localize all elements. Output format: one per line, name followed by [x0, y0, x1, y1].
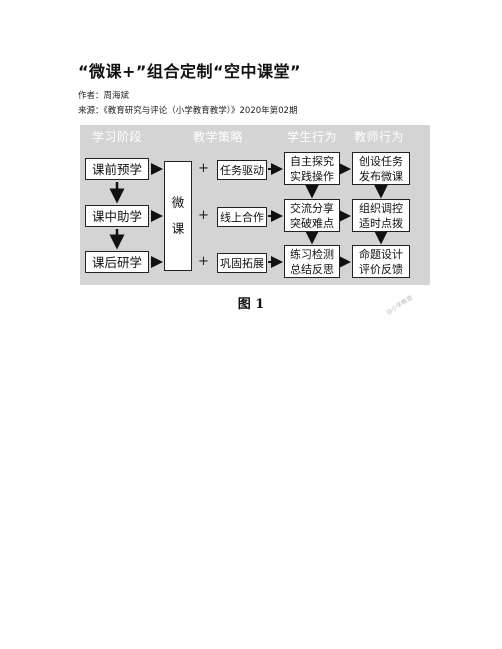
article-title: “微课+”组合定制“空中课堂” — [78, 62, 301, 81]
plus-sign-1: + — [198, 161, 209, 176]
student-behavior-3: 练习检测 总结反思 — [284, 245, 340, 278]
microcourse-box: 微 课 — [164, 161, 192, 271]
article-source: 来源：《教育研究与评论（小学教育教学）》2020年第02期 — [78, 106, 298, 116]
teacher-behavior-2-line-1: 组织调控 — [359, 201, 403, 215]
figure-caption: 图 1 — [237, 297, 265, 312]
student-behavior-1: 自主探究 实践操作 — [284, 152, 340, 185]
teacher-behavior-1: 创设任务 发布微课 — [352, 152, 410, 185]
teacher-behavior-1-line-2: 发布微课 — [359, 169, 403, 183]
student-behavior-1-line-2: 实践操作 — [290, 169, 334, 183]
strategy-online-cooperation: 线上合作 — [217, 207, 267, 227]
article-author: 作者：周海斌 — [78, 91, 130, 101]
microcourse-char-2: 课 — [171, 221, 185, 236]
microcourse-char-1: 微 — [171, 195, 185, 210]
plus-sign-2: + — [198, 208, 209, 223]
phase-after-class: 课后研学 — [85, 251, 149, 273]
student-behavior-2-line-2: 突破难点 — [290, 216, 334, 230]
header-teacher-behavior: 教师行为 — [354, 130, 405, 144]
figure-diagram: 学习阶段 教学策略 学生行为 教师行为 课前预学 课中助学 课后研学 — [80, 125, 430, 285]
student-behavior-3-line-2: 总结反思 — [290, 262, 334, 276]
teacher-behavior-3-line-1: 命题设计 — [359, 247, 403, 261]
diagram-arrows — [109, 163, 389, 268]
strategy-task-driven: 任务驱动 — [217, 160, 267, 180]
phase-preview: 课前预学 — [85, 158, 149, 180]
teacher-behavior-3-line-2: 评价反馈 — [359, 262, 403, 276]
student-behavior-2-line-1: 交流分享 — [290, 201, 334, 215]
student-behavior-3-line-1: 练习检测 — [290, 247, 334, 261]
teacher-behavior-3: 命题设计 评价反馈 — [352, 245, 410, 278]
teacher-behavior-1-line-1: 创设任务 — [359, 154, 403, 168]
header-teaching-strategy: 教学策略 — [193, 130, 244, 144]
strategy-consolidate-expand: 巩固拓展 — [217, 253, 267, 273]
plus-sign-3: + — [198, 254, 209, 269]
phase-in-class: 课中助学 — [85, 205, 149, 227]
student-behavior-2: 交流分享 突破难点 — [284, 199, 340, 232]
teacher-behavior-2-line-2: 适时点拨 — [359, 216, 403, 230]
teacher-behavior-2: 组织调控 适时点拨 — [352, 199, 410, 232]
student-behavior-1-line-1: 自主探究 — [290, 154, 334, 168]
header-learning-phase: 学习阶段 — [92, 130, 143, 144]
header-student-behavior: 学生行为 — [287, 130, 338, 144]
